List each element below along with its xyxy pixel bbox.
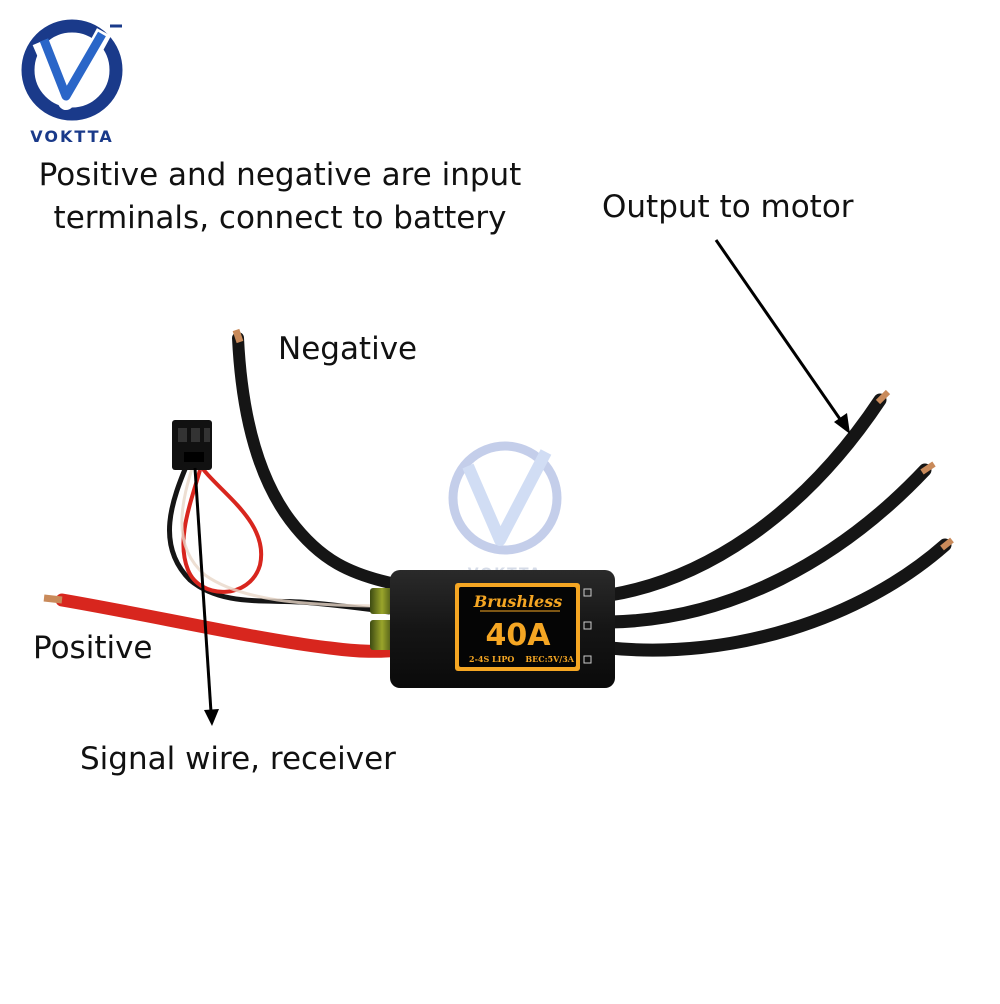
brand-logo xyxy=(21,19,123,121)
motor-wire-1 xyxy=(603,389,891,602)
positive-wire xyxy=(43,593,407,658)
capacitor xyxy=(370,588,394,650)
esc-bec-label: BEC:5V/3A xyxy=(525,654,574,664)
brand-name: VOKTTA xyxy=(30,127,114,146)
esc-type-label: Brushless xyxy=(473,592,563,611)
signal-label: Signal wire, receiver xyxy=(80,741,396,777)
motor-wire-2 xyxy=(603,461,936,629)
negative-label: Negative xyxy=(278,331,418,367)
esc-module: Brushless 40A 2-4S LIPO BEC:5V/3A xyxy=(390,570,615,688)
negative-wire xyxy=(232,328,406,591)
esc-cells-label: 2-4S LIPO xyxy=(469,654,514,664)
output-label: Output to motor xyxy=(602,189,854,225)
signal-wire xyxy=(167,460,391,615)
watermark-logo: VOKTTA xyxy=(448,441,562,582)
arrow-signal xyxy=(193,467,219,726)
motor-wire-3 xyxy=(603,537,954,657)
title-text: Positive and negative are input terminal… xyxy=(38,157,522,236)
servo-connector xyxy=(172,420,212,470)
positive-label: Positive xyxy=(33,630,153,666)
esc-current-label: 40A xyxy=(486,618,552,653)
arrow-output xyxy=(714,239,850,434)
